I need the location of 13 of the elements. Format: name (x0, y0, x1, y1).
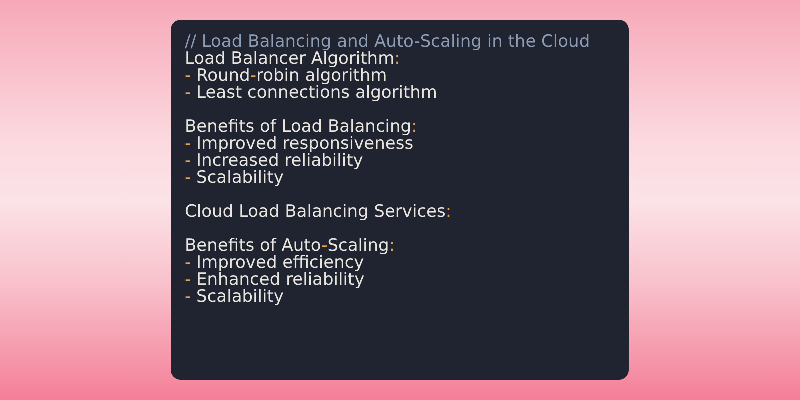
code-line: - Improved efficiency (185, 255, 364, 272)
code-comment: // Load Balancing and Auto-Scaling in the Cloud (185, 34, 590, 51)
code-line: - Improved responsiveness (185, 136, 414, 153)
code-line: - Scalability (185, 289, 284, 306)
code-line: Cloud Load Balancing Services: (185, 204, 452, 221)
code-line: Benefits of Auto-Scaling: (185, 238, 396, 255)
code-line: - Least connections algorithm (185, 85, 438, 102)
code-line: Load Balancer Algorithm: (185, 51, 400, 68)
code-line: - Scalability (185, 170, 284, 187)
code-line: Benefits of Load Balancing: (185, 119, 418, 136)
code-line: - Enhanced reliability (185, 272, 365, 289)
code-line: - Increased reliability (185, 153, 364, 170)
code-line: - Round-robin algorithm (185, 68, 388, 85)
